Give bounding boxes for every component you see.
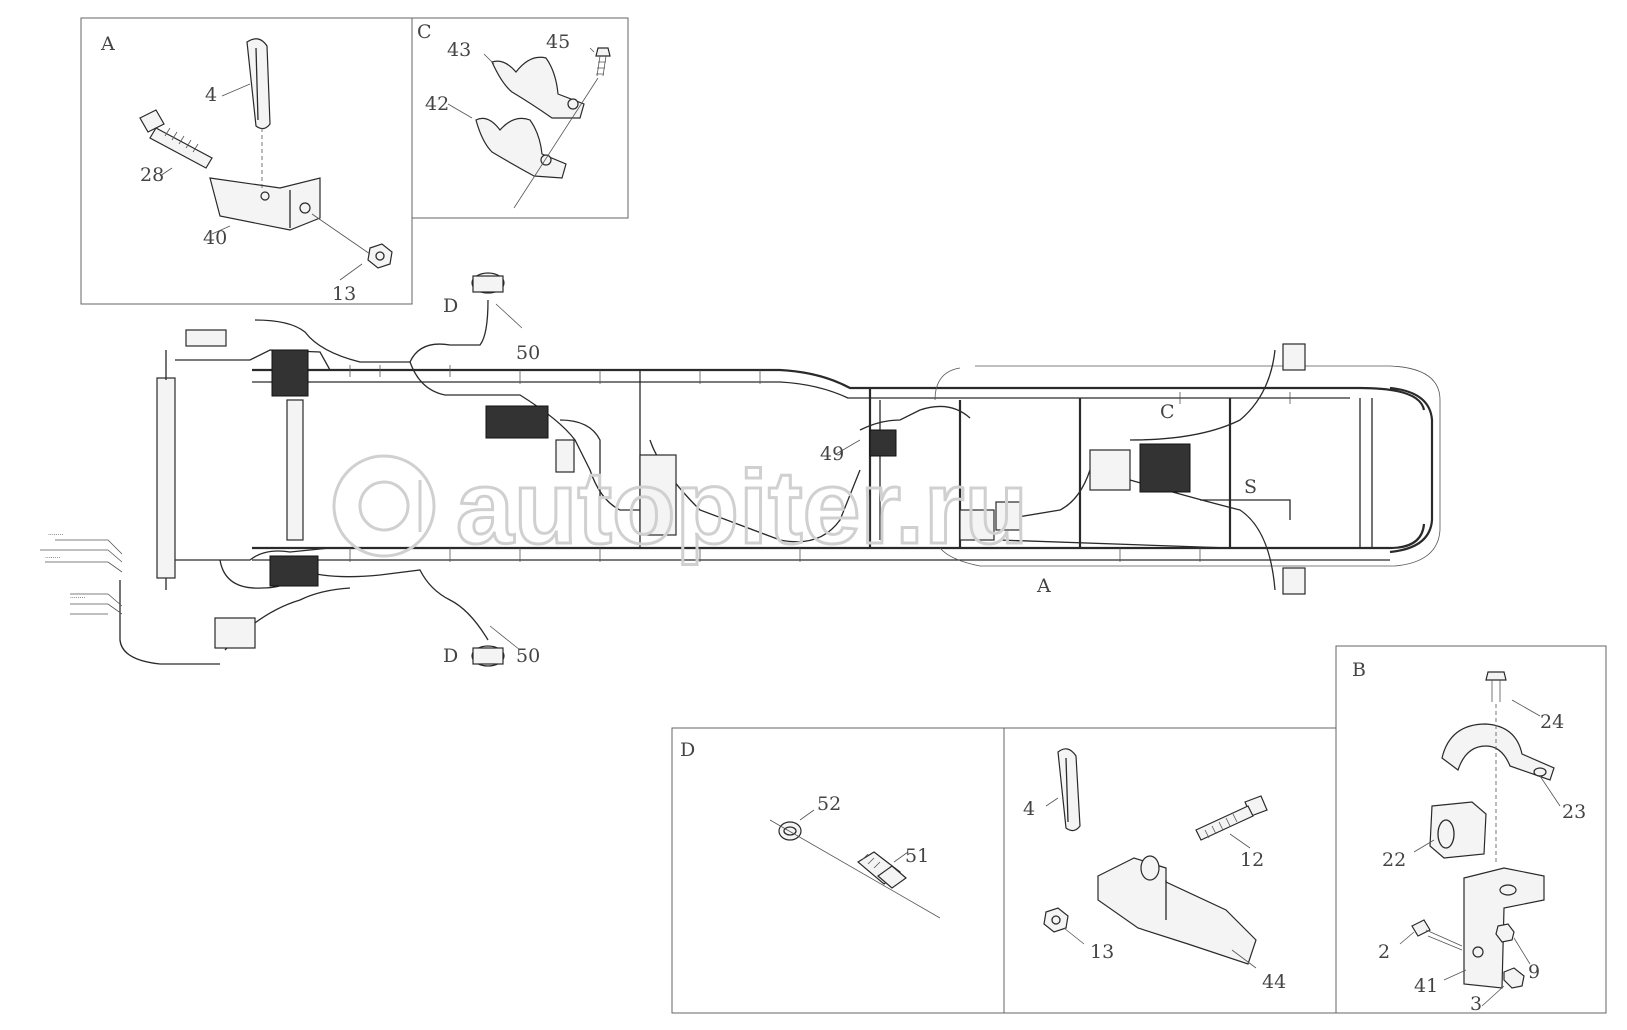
detail-view-b-letter: B (1352, 659, 1366, 681)
callout-b-2: 2 (1378, 941, 1390, 963)
bolt-head-part (139, 109, 165, 133)
clamp-part (246, 38, 271, 130)
clamp-23-part (1441, 723, 1555, 781)
callout-a-28: 28 (140, 164, 164, 186)
callout-e-44: 44 (1262, 971, 1286, 993)
bolt-24-part (1485, 671, 1507, 681)
callout-c-42: 42 (425, 93, 449, 115)
front-bumper (156, 377, 176, 579)
callout-c-45: 45 (546, 31, 570, 53)
callout-main-50-bottom: 50 (516, 645, 540, 667)
front-axle (286, 399, 304, 541)
upper-frame-rail (252, 368, 1426, 411)
nut-9-part (1495, 923, 1515, 943)
clamp-44-part (1057, 748, 1081, 832)
valve-block (639, 454, 677, 536)
detail-view-a-letter: A (100, 33, 115, 55)
detail-view-bracket-44: 4 12 13 44 (1003, 727, 1337, 1014)
detail-view-bracket-44-frame (1003, 727, 1337, 1014)
relay-valve-rear (1139, 443, 1191, 493)
view-marker-d-top: D (443, 295, 458, 317)
lower-frame-rail (252, 523, 1426, 550)
detail-view-a: A 4 28 40 13 (80, 17, 413, 305)
chassis-main-view: ········ ········ ········ 50 49 50 D D … (40, 272, 1441, 667)
nut-part (367, 243, 393, 269)
valve-49 (869, 429, 897, 457)
o-ring-part (778, 821, 802, 841)
callout-b-9: 9 (1528, 961, 1540, 983)
callout-b-24: 24 (1540, 711, 1564, 733)
callout-d-52: 52 (817, 793, 841, 815)
detail-view-d-frame (671, 727, 1005, 1014)
bracket-part (209, 177, 321, 231)
brake-line-front-right (299, 569, 489, 641)
callout-a-40: 40 (203, 227, 227, 249)
callout-main-49: 49 (820, 443, 844, 465)
svg-text:········: ········ (45, 555, 60, 562)
upper-bracket-part (491, 56, 585, 119)
watermark: autopiter.ru (332, 449, 1030, 568)
callout-b-23: 23 (1562, 801, 1586, 823)
callout-b-41: 41 (1414, 975, 1438, 997)
callout-d-51: 51 (905, 845, 929, 867)
detail-view-c: C 43 45 42 (411, 17, 629, 219)
nut-3-part (1503, 967, 1525, 989)
callout-c-43: 43 (447, 39, 471, 61)
bracket-44-part (1097, 857, 1257, 965)
steering-gear (271, 349, 309, 397)
callout-e-12: 12 (1240, 849, 1264, 871)
callout-b-22: 22 (1382, 849, 1406, 871)
callout-b-3: 3 (1470, 993, 1482, 1015)
detail-view-a-frame (80, 17, 413, 305)
detail-view-d: D 52 51 (671, 727, 1005, 1014)
brake-chamber-rear-left (1282, 343, 1306, 371)
svg-text:········: ········ (48, 532, 63, 539)
view-marker-c: C (1160, 401, 1175, 423)
detail-view-c-frame (411, 17, 629, 219)
callout-e-4: 4 (1023, 798, 1035, 820)
view-marker-s: S (1244, 476, 1257, 498)
bushing-22-part (1429, 801, 1487, 859)
bolt-2-part (1411, 919, 1431, 937)
detail-view-d-letter: D (680, 739, 695, 761)
svg-text:········: ········ (70, 595, 85, 602)
view-marker-a: A (1036, 575, 1051, 597)
detail-view-c-letter: C (417, 21, 432, 43)
watermark-text: autopiter.ru (456, 450, 1028, 566)
brake-line-front-left (254, 299, 489, 363)
nut-44-part (1043, 907, 1069, 933)
bracket-41-part (1463, 867, 1545, 989)
rear-frame-end (1389, 386, 1434, 554)
callout-main-50-top: 50 (516, 342, 540, 364)
callout-a-4: 4 (205, 84, 217, 106)
relay-valve-front (485, 405, 549, 439)
detail-view-b-frame (1335, 645, 1607, 1014)
callout-e-13: 13 (1090, 941, 1114, 963)
view-marker-d-bottom: D (443, 645, 458, 667)
brake-chamber-rear-right (1282, 567, 1306, 595)
callout-a-13: 13 (332, 283, 356, 305)
bolt-45-part (595, 47, 611, 57)
detail-view-b: B 24 23 22 2 9 41 3 (1335, 645, 1607, 1015)
bolt-shank-part (149, 127, 213, 169)
